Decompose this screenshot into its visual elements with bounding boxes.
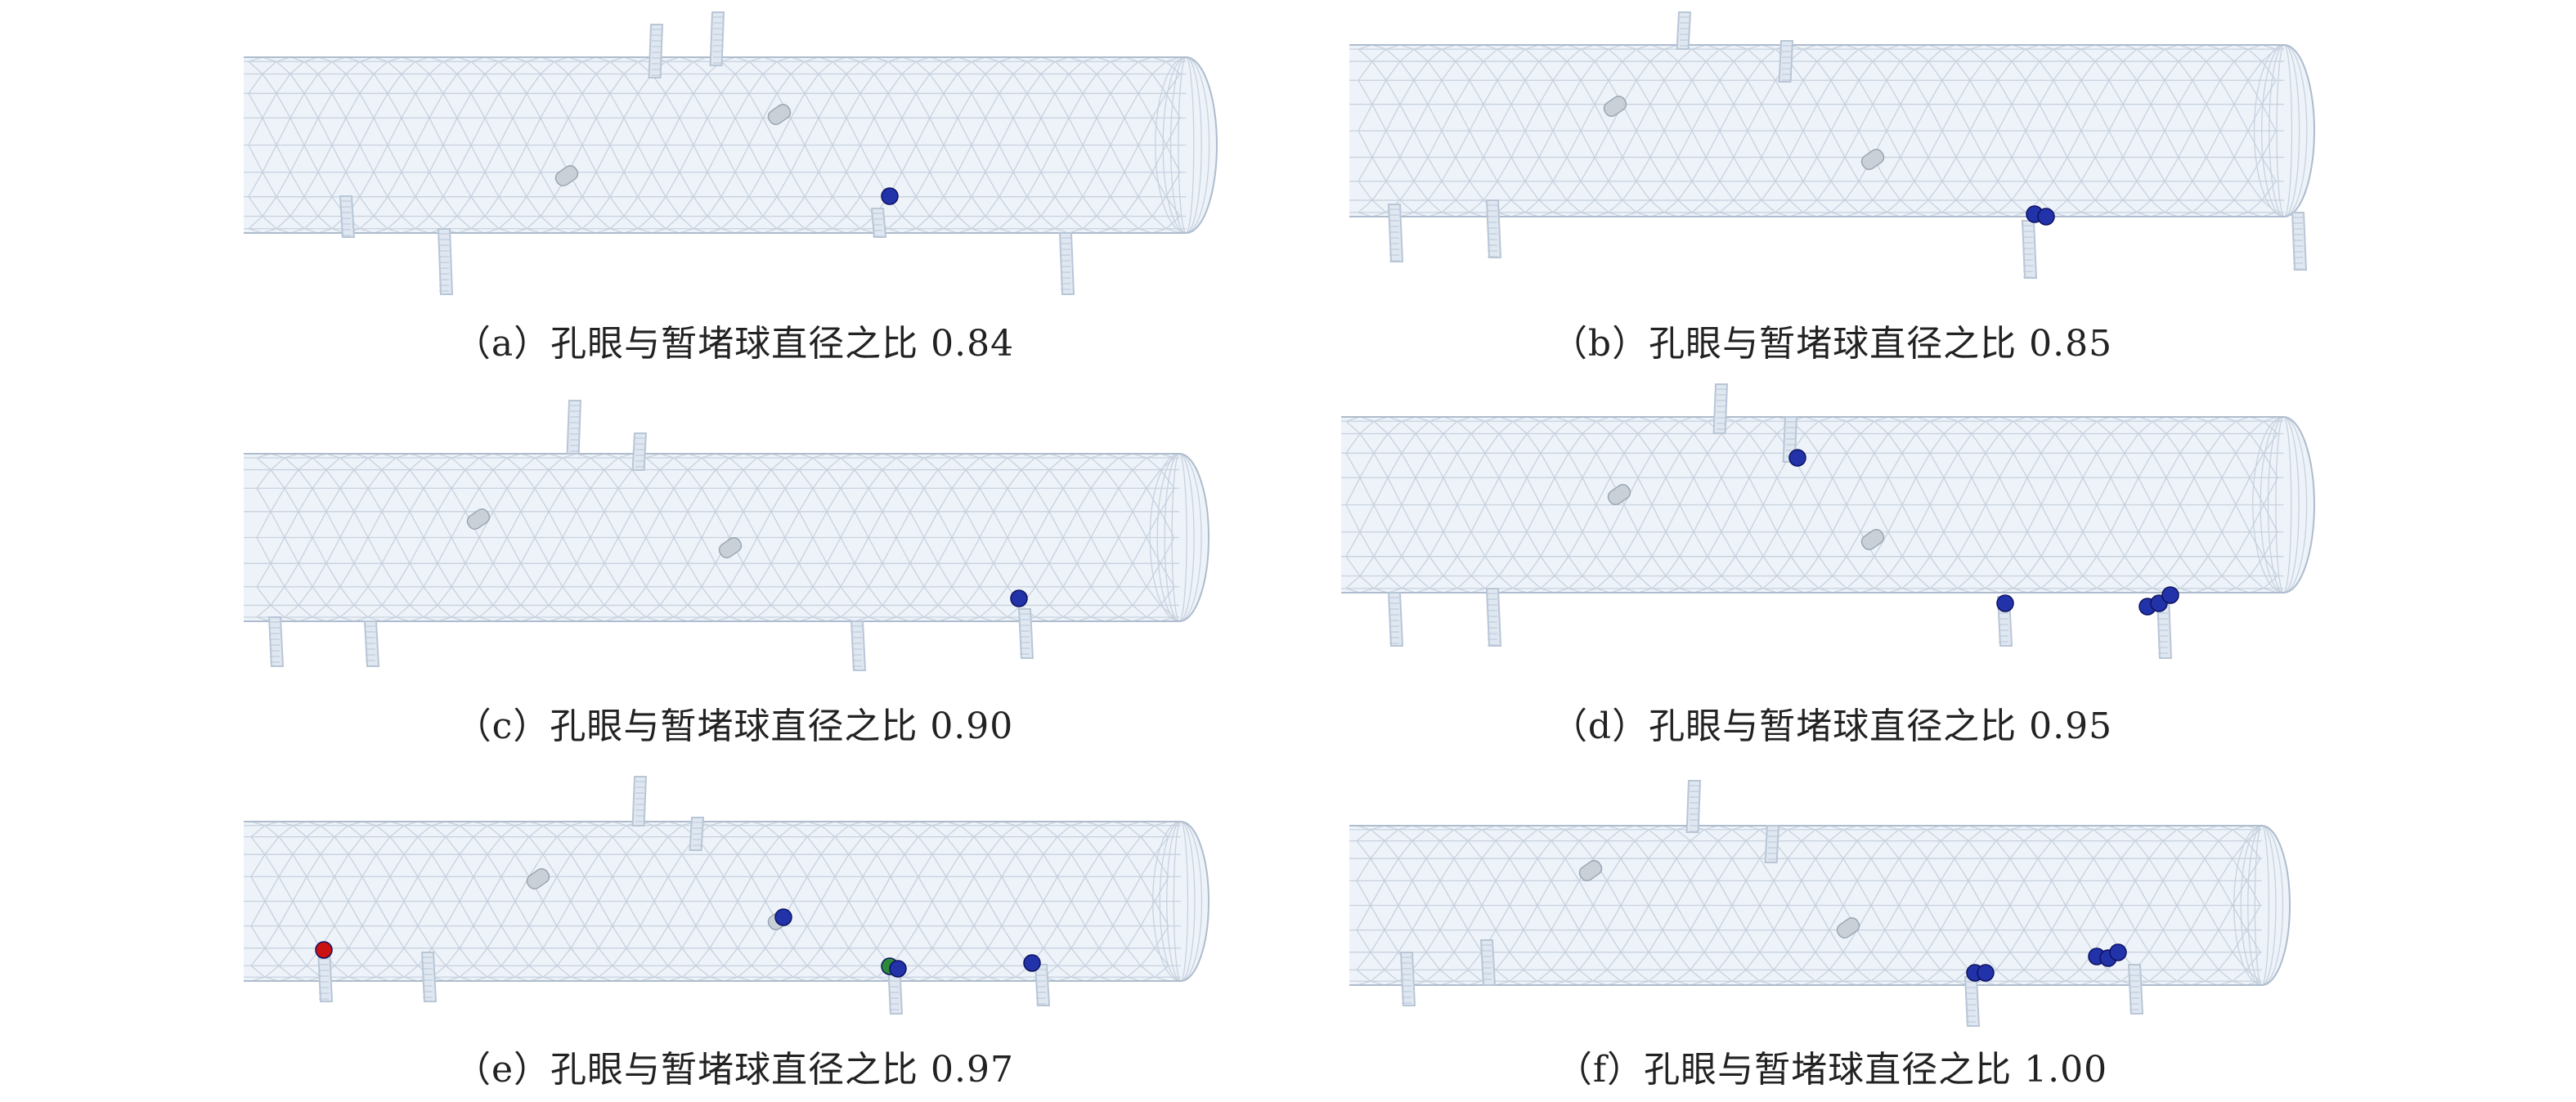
inner-perforation bbox=[718, 536, 743, 559]
casing-outline bbox=[1349, 44, 2315, 217]
diverting-ball bbox=[1023, 954, 1041, 972]
wellbore-mesh-b bbox=[1349, 11, 2315, 279]
diverting-ball bbox=[2037, 208, 2055, 226]
perforation-tube bbox=[870, 208, 887, 238]
diverting-ball bbox=[1010, 589, 1028, 607]
wellbore-mesh-c bbox=[244, 400, 1209, 671]
perforation-tube bbox=[2021, 220, 2038, 279]
perforation-tube bbox=[631, 776, 648, 826]
casing-outline bbox=[244, 453, 1209, 622]
perforation-tube bbox=[850, 620, 867, 671]
panel-d: （d）孔眼与暂堵球直径之比 0.95 bbox=[1341, 376, 2322, 747]
diverting-ball bbox=[889, 960, 907, 978]
panel-c: （c）孔眼与暂堵球直径之比 0.90 bbox=[244, 376, 1225, 747]
panel-a: （a）孔眼与暂堵球直径之比 0.84 bbox=[244, 0, 1225, 366]
panel-b: （b）孔眼与暂堵球直径之比 0.85 bbox=[1341, 0, 2322, 366]
wellbore-mesh-e bbox=[244, 776, 1210, 1015]
perforation-tube bbox=[1485, 199, 1502, 258]
perforation-tube bbox=[709, 11, 725, 66]
perforation-tube bbox=[1676, 11, 1692, 50]
diverting-ball bbox=[1977, 964, 1995, 982]
perforation-tube bbox=[1764, 825, 1780, 863]
wellbore-mesh-f bbox=[1349, 780, 2291, 1027]
perforation-tube bbox=[631, 432, 648, 471]
perforation-tube bbox=[1387, 592, 1404, 647]
inner-perforation bbox=[1603, 95, 1627, 118]
perforation-tube bbox=[1387, 204, 1404, 262]
inner-perforation bbox=[554, 164, 579, 187]
inner-perforation bbox=[1578, 859, 1603, 882]
diverting-ball bbox=[1788, 449, 1806, 467]
wellbore-mesh-d bbox=[1341, 383, 2316, 659]
wellbore-mesh-a bbox=[244, 11, 1218, 295]
perforation-tube bbox=[1058, 232, 1075, 295]
inner-perforation bbox=[1607, 483, 1631, 506]
diverting-ball bbox=[881, 187, 899, 205]
perforation-tube bbox=[1485, 588, 1502, 647]
perforation-tube bbox=[566, 400, 582, 455]
perforation-tube bbox=[363, 620, 380, 667]
perforation-tube bbox=[1017, 608, 1034, 659]
casing-outline bbox=[1349, 825, 2291, 986]
inner-perforation bbox=[1860, 528, 1885, 551]
perforation-tube bbox=[339, 195, 356, 238]
diverting-ball bbox=[2161, 586, 2179, 604]
mesh-lines bbox=[1349, 44, 2315, 217]
caption-c: （c）孔眼与暂堵球直径之比 0.90 bbox=[455, 706, 1014, 747]
casing-outline bbox=[244, 821, 1210, 982]
inner-perforation bbox=[526, 867, 550, 890]
inner-perforation bbox=[1836, 916, 1860, 939]
caption-d: （d）孔眼与暂堵球直径之比 0.95 bbox=[1551, 706, 2113, 747]
perforation-tube bbox=[648, 24, 664, 78]
casing-outline bbox=[1341, 416, 2316, 594]
caption-f: （f）孔眼与暂堵球直径之比 1.00 bbox=[1555, 1049, 2108, 1091]
inner-perforation bbox=[1860, 148, 1885, 171]
caption-a: （a）孔眼与暂堵球直径之比 0.84 bbox=[454, 323, 1015, 365]
casing-outline bbox=[244, 56, 1218, 234]
perforation-tube bbox=[689, 817, 705, 851]
perforation-tube bbox=[2291, 212, 2308, 271]
perforation-tube bbox=[420, 952, 438, 1002]
perforation-tube bbox=[1034, 964, 1051, 1006]
mesh-lines bbox=[1341, 416, 2315, 594]
diverting-ball-red bbox=[315, 941, 333, 959]
perforation-tube bbox=[267, 616, 285, 667]
inner-perforation bbox=[466, 508, 491, 531]
panel-e: （e）孔眼与暂堵球直径之比 0.97 bbox=[244, 736, 1225, 1102]
inner-perforation bbox=[767, 103, 792, 126]
diverting-ball bbox=[1996, 594, 2014, 612]
perforation-tube bbox=[1963, 976, 1981, 1027]
caption-e: （e）孔眼与暂堵球直径之比 0.97 bbox=[455, 1049, 1014, 1091]
perforation-tube bbox=[437, 228, 454, 295]
diverting-ball bbox=[2109, 943, 2127, 961]
perforation-tube bbox=[1479, 939, 1497, 986]
perforation-tube bbox=[1399, 952, 1416, 1006]
caption-b: （b）孔眼与暂堵球直径之比 0.85 bbox=[1551, 323, 2113, 365]
perforation-tube bbox=[316, 947, 334, 1002]
perforation-tube bbox=[1778, 40, 1794, 83]
panel-f: （f）孔眼与暂堵球直径之比 1.00 bbox=[1341, 736, 2322, 1102]
perforation-tube bbox=[1712, 383, 1729, 434]
perforation-tube bbox=[1685, 780, 1702, 833]
perforation-tube bbox=[2127, 964, 2144, 1015]
diverting-ball bbox=[774, 908, 792, 926]
